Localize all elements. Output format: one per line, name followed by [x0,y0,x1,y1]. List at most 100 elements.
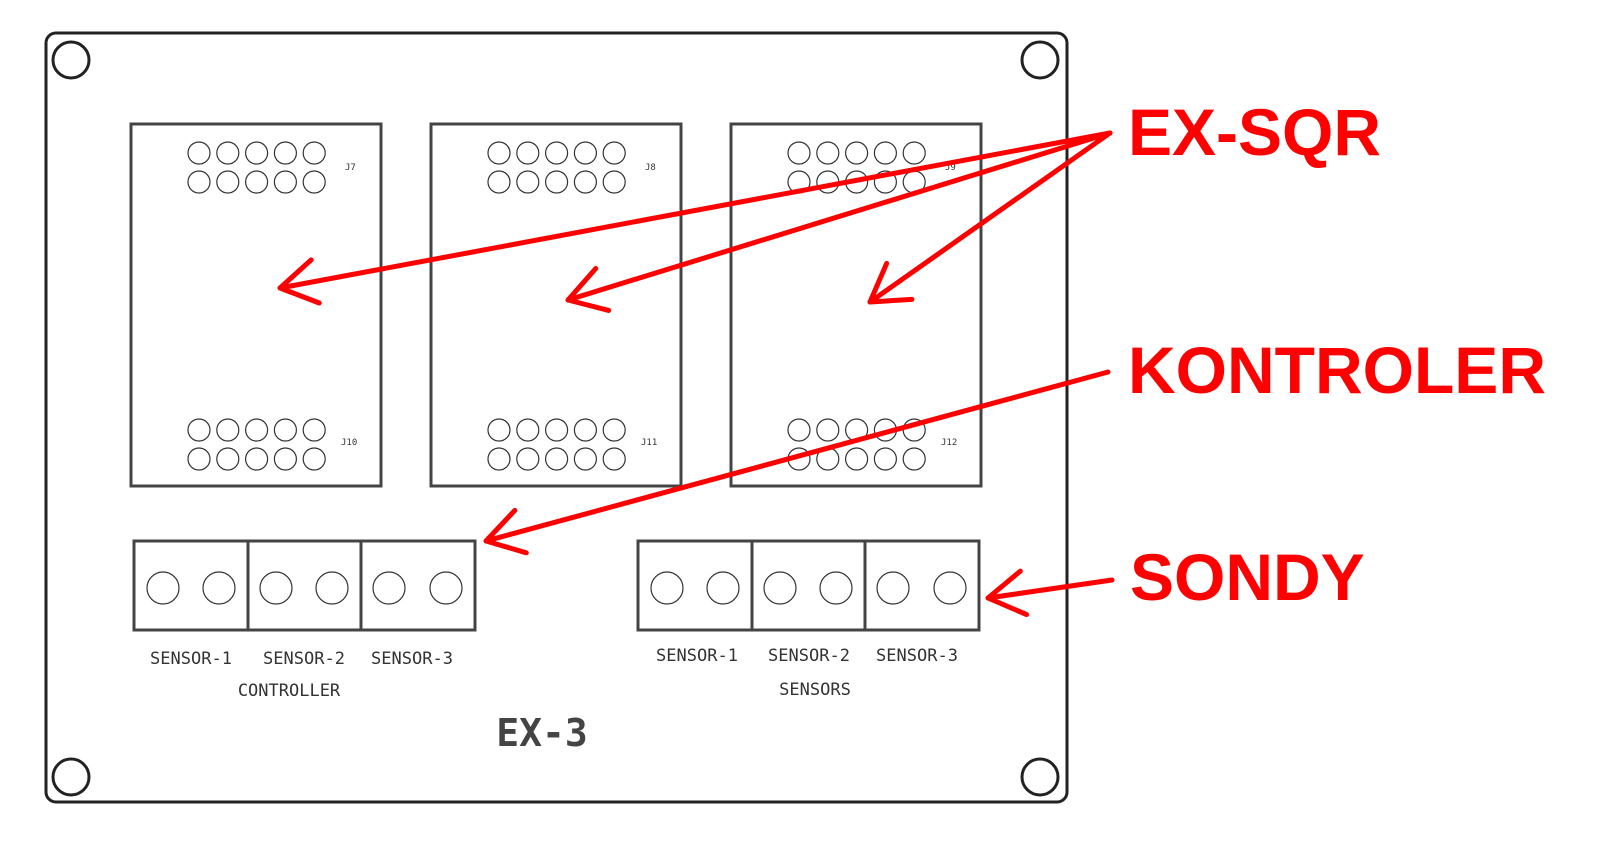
header-pin [844,447,869,471]
header-pin [516,141,540,165]
terminal-screw [146,571,180,605]
header-label: J12 [941,438,957,448]
header-pin [544,170,569,194]
sensors-group-label: SENSORS [779,680,851,700]
controller-terminal-block [132,539,477,632]
arrow-kontroler [483,369,1111,556]
header-pin [273,447,297,471]
board-title: EX-3 [496,711,588,755]
sensors-port-label: SENSOR-3 [876,646,958,666]
header-pin [602,141,626,165]
callout-kontroler: KONTROLER [1128,333,1546,407]
header-pin [573,170,598,194]
arrowhead-icon [565,265,612,313]
terminal-screw [706,571,740,605]
header-pin [273,170,297,194]
header-pin [302,418,326,442]
arrowhead-icon [985,568,1030,618]
header-pin [516,170,540,194]
header-pin [216,418,240,442]
arrow-ex-sqr-3 [867,130,1113,305]
header-pin [516,447,540,471]
header-pin [187,141,211,165]
header-pin [487,447,511,471]
terminal-screw [429,571,463,605]
terminal-screw [372,571,406,605]
terminal-screw [763,571,797,605]
terminal-screw [819,571,853,605]
header-pin [487,418,511,442]
arrowhead-icon [867,260,915,305]
header-pin [187,170,211,194]
header-pin [573,418,598,442]
controller-port-label: SENSOR-2 [263,649,345,669]
header-label: J11 [641,438,657,448]
callout-ex-sqr: EX-SQR [1128,95,1381,169]
header-pin [602,447,626,471]
board-outline [44,31,1069,804]
header-pin [573,447,598,471]
header-pin [216,141,240,165]
header-pin [873,447,898,471]
header-pin [516,418,540,442]
header-pin [187,418,211,442]
mounting-hole [1020,757,1060,797]
terminal-screw [933,571,967,605]
controller-group-label: CONTROLLER [238,681,341,701]
arrow-sondy [985,568,1115,618]
header-pin [302,447,326,471]
annotations: EX-SQR KONTROLER SONDY [277,95,1546,618]
header-pin [245,170,269,194]
header-pin [787,141,811,165]
terminal-outline [132,539,477,632]
header-pin [302,170,326,194]
header-pin [273,141,297,165]
terminal-screw [259,571,293,605]
header-pin [245,447,269,471]
header-pin [902,447,926,471]
header-pin [245,418,269,442]
terminal-screw [876,571,910,605]
header-label: J7 [345,163,356,173]
header-label: J9 [945,163,956,173]
header-label: J8 [645,163,656,173]
controller-port-label: SENSOR-3 [371,649,453,669]
header-pin [273,418,297,442]
header-pin [602,170,626,194]
header-pin [487,170,511,194]
header-pin [216,170,240,194]
terminal-outline [636,539,981,632]
header-pin [902,141,926,165]
sensors-port-label: SENSOR-2 [768,646,850,666]
terminal-screw [315,571,349,605]
header-pin [602,418,626,442]
header-label: J10 [341,438,357,448]
terminal-screw [202,571,236,605]
header-pin [245,141,269,165]
header-pin [873,141,898,165]
header-pin [216,447,240,471]
mounting-hole [51,757,91,797]
header-pin [787,418,811,442]
header-pin [487,141,511,165]
mounting-hole [51,40,91,80]
mounting-hole [1020,40,1060,80]
header-pin [302,141,326,165]
header-pin [816,141,840,165]
arrowhead-icon [483,507,529,556]
arrowhead-icon [277,257,322,306]
callout-sondy: SONDY [1130,540,1365,614]
terminal-screw [650,571,684,605]
sensors-port-label: SENSOR-1 [656,646,738,666]
header-pin [187,447,211,471]
controller-port-label: SENSOR-1 [150,649,232,669]
sensors-terminal-block [636,539,981,632]
header-pin [544,418,569,442]
header-pin [816,418,840,442]
arrow-ex-sqr-2 [565,130,1113,313]
header-pin [844,141,869,165]
header-pin [544,141,569,165]
